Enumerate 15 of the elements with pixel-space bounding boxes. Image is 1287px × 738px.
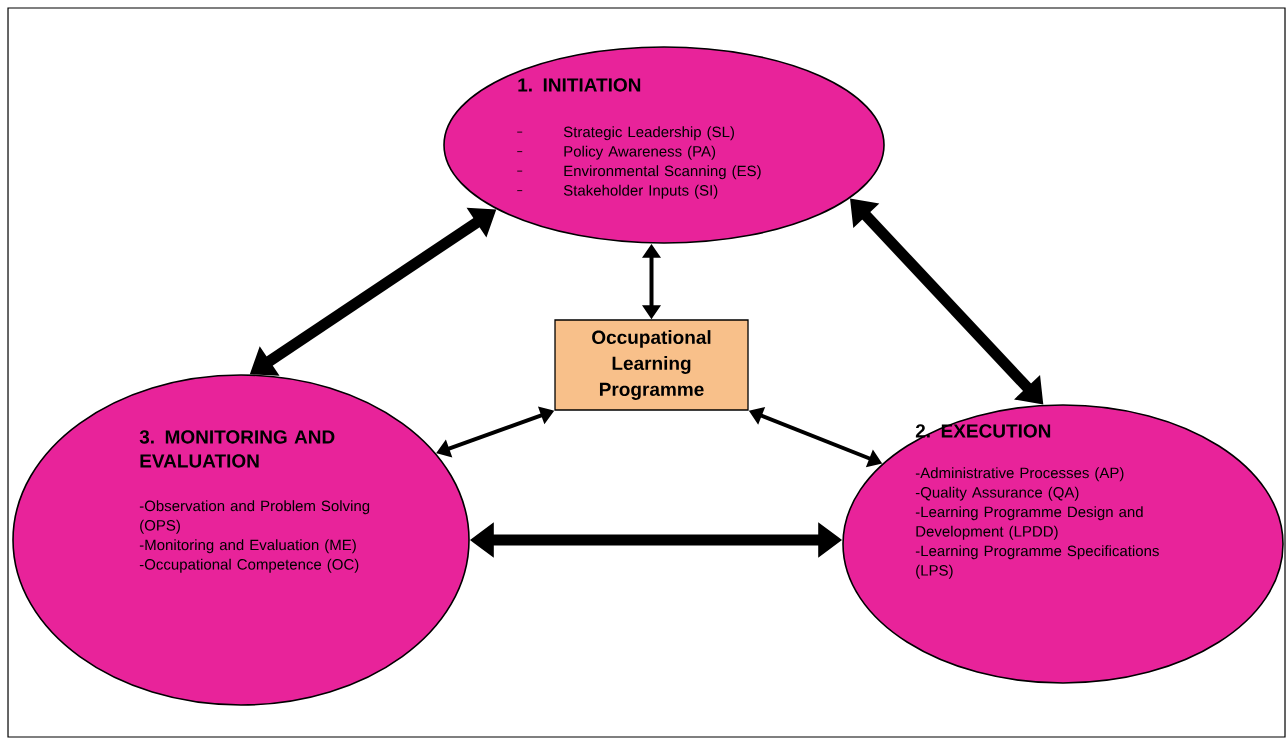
list-item: -Learning Programme Specifications (LPS) <box>915 545 1159 579</box>
list-item: -Occupational Competence (OC) <box>139 558 359 573</box>
heading: 1. INITIATION <box>518 78 641 92</box>
list-item: Stakeholder Inputs (SI) <box>516 184 718 199</box>
list-item: Policy Awareness (PA) <box>516 145 716 160</box>
list-item: -Monitoring and Evaluation (ME) <box>139 539 356 554</box>
heading: 2. EXECUTION <box>915 424 1051 438</box>
heading: 3. MONITORING AND EVALUATION <box>139 430 335 468</box>
label-box: Occupational Learning Programme <box>554 319 749 411</box>
list-item: -Quality Assurance (QA) <box>915 486 1079 501</box>
list-item: -Observation and Problem Solving (OPS) <box>139 500 370 534</box>
list-item: -Learning Programme Design and Development (LPDD) <box>915 506 1143 540</box>
list-item: Strategic Leadership (SL) <box>516 126 734 141</box>
list-item: Environmental Scanning (ES) <box>516 165 761 180</box>
list-item: -Administrative Processes (AP) <box>915 467 1124 482</box>
